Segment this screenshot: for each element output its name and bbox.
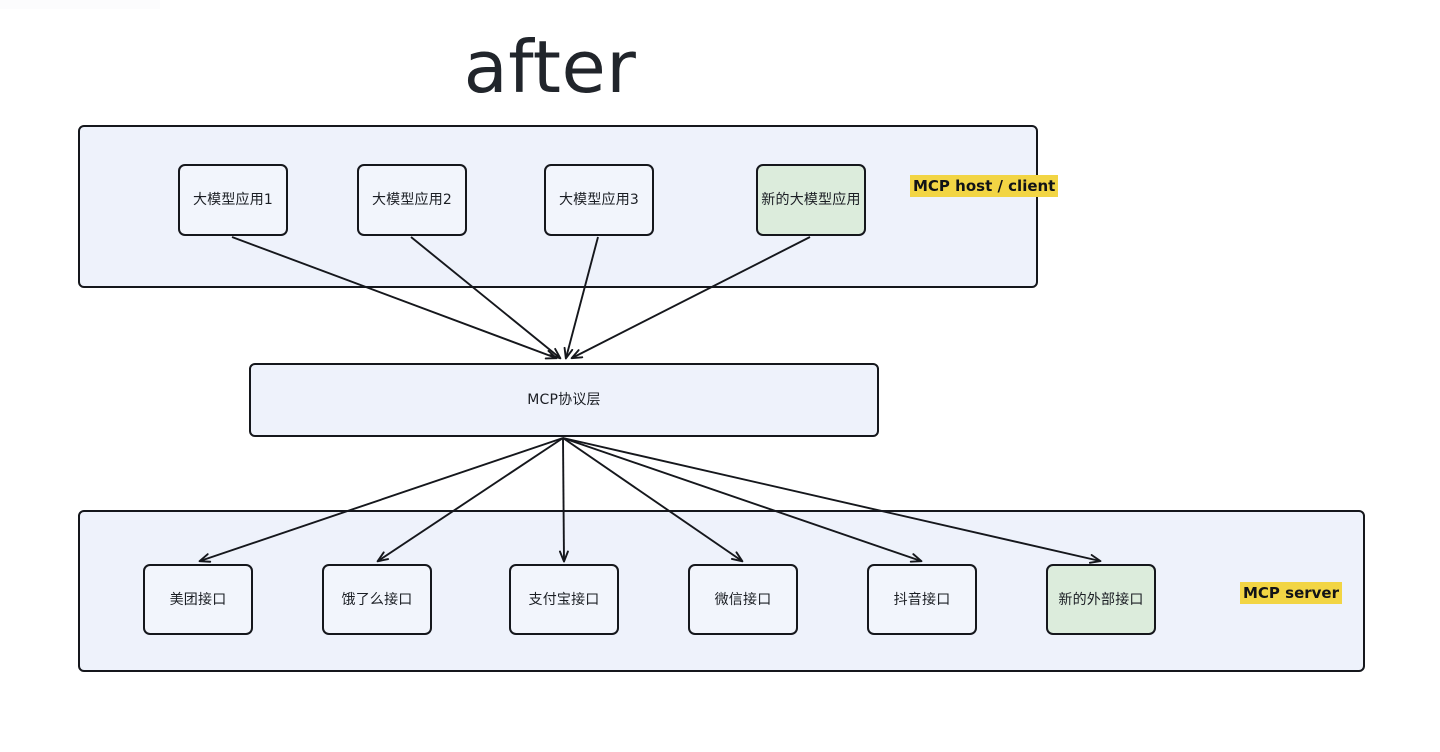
node-alipay-api[interactable]: 支付宝接口 [509,564,619,635]
node-mcp-protocol-layer[interactable]: MCP协议层 [249,363,879,437]
node-new-external-api[interactable]: 新的外部接口 [1046,564,1156,635]
node-llm-app-1[interactable]: 大模型应用1 [178,164,288,236]
node-douyin-api[interactable]: 抖音接口 [867,564,977,635]
node-meituan-api[interactable]: 美团接口 [143,564,253,635]
node-eleme-api[interactable]: 饿了么接口 [322,564,432,635]
node-llm-app-2[interactable]: 大模型应用2 [357,164,467,236]
node-llm-app-3[interactable]: 大模型应用3 [544,164,654,236]
page-title: after [463,25,637,109]
render-artifact [0,0,160,9]
node-new-llm-app[interactable]: 新的大模型应用 [756,164,866,236]
caption-mcp-host-client: MCP host / client [910,175,1059,197]
node-wechat-api[interactable]: 微信接口 [688,564,798,635]
caption-mcp-server: MCP server [1240,582,1342,604]
